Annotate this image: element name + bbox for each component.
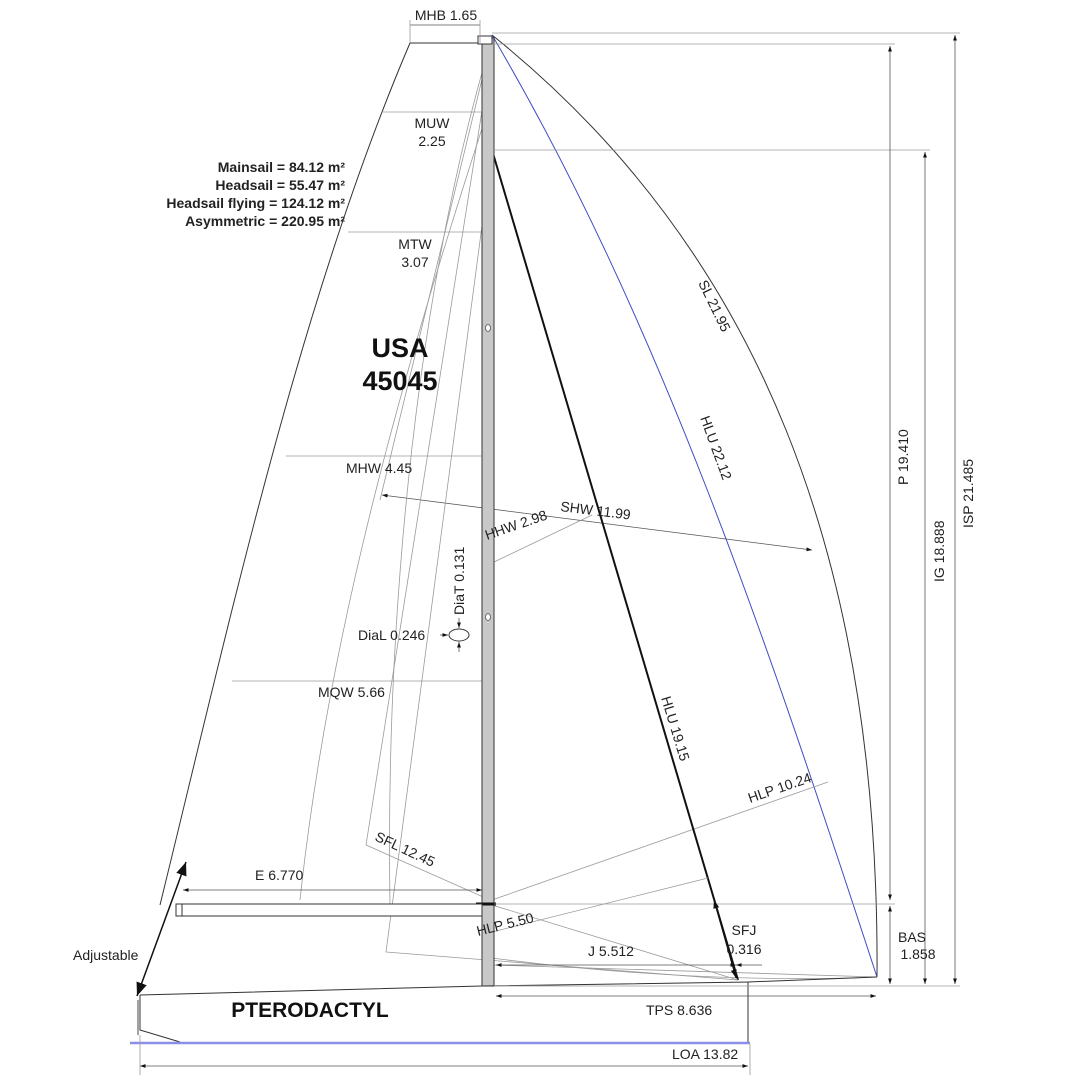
diat-label: DiaT 0.131	[451, 547, 467, 615]
headsail-flying-area-label: Headsail flying = 124.12 m²	[166, 195, 345, 211]
sfl-label: SFL 12.45	[373, 828, 438, 870]
boat-name-label: PTERODACTYL	[231, 999, 389, 1022]
hhw-line	[491, 514, 593, 564]
dimension-lines	[136, 20, 960, 1075]
mtw-name-label: MTW	[398, 236, 432, 252]
mainsail	[159, 42, 482, 906]
dial-label: DiaL 0.246	[358, 627, 425, 643]
adjustable-arrow	[136, 861, 187, 997]
mast	[476, 35, 496, 987]
jib-foot	[385, 951, 739, 981]
boom	[175, 903, 483, 917]
shw-dimension-line	[381, 493, 813, 552]
sail-number-line2: 45045	[362, 366, 437, 396]
spinnaker-luff	[491, 34, 878, 978]
forestay-arrow	[713, 899, 737, 979]
tps-label: TPS 8.636	[646, 1002, 712, 1018]
mainsail-leech	[159, 42, 411, 906]
mqw-label: MQW 5.66	[318, 684, 385, 700]
jib-tack-line	[491, 904, 739, 981]
jib-leech	[385, 149, 493, 953]
labels: MHB 1.65 MUW 2.25 MTW 3.07 Mainsail = 84…	[73, 7, 976, 1062]
spreader-mark-upper	[485, 324, 491, 332]
masthead-crane	[477, 35, 493, 45]
bowsprit	[747, 976, 878, 983]
mainsail-area-label: Mainsail = 84.12 m²	[218, 159, 346, 175]
hull	[130, 976, 878, 1045]
loa-label: LOA 13.82	[672, 1046, 738, 1062]
hlp-jib-line	[491, 877, 709, 933]
muw-value-label: 2.25	[418, 133, 445, 149]
mhb-label: MHB 1.65	[415, 7, 477, 23]
p-label: P 19.410	[895, 429, 911, 485]
sl-label: SL 21.95	[695, 277, 734, 334]
headsail	[385, 149, 739, 981]
bas-value-label: 1.858	[900, 946, 935, 962]
ig-label: IG 18.888	[931, 520, 947, 582]
boom-spar	[180, 903, 483, 917]
muw-name-label: MUW	[415, 115, 451, 131]
boom-end	[175, 903, 183, 917]
mhw-label: MHW 4.45	[346, 460, 412, 476]
isp-label: ISP 21.485	[960, 459, 976, 528]
spinnaker-guide-2	[365, 59, 491, 846]
mast-section-ellipse	[448, 628, 470, 642]
mtw-value-label: 3.07	[401, 254, 428, 270]
hlp-asym-label: HLP 10.24	[746, 769, 814, 806]
sfj-value-label: 0.316	[726, 941, 761, 957]
adjustable-label: Adjustable	[73, 947, 139, 963]
spreader-mark-lower	[485, 613, 491, 621]
mast-spar	[481, 37, 495, 987]
asymmetric-spinnaker	[299, 34, 878, 979]
e-label: E 6.770	[255, 867, 303, 883]
asymmetric-area-label: Asymmetric = 220.95 m²	[185, 213, 345, 229]
sfj-name-label: SFJ	[732, 922, 757, 938]
sail-number-line1: USA	[371, 333, 428, 363]
spinnaker-tack-line	[491, 964, 878, 978]
j-label: J 5.512	[588, 943, 634, 959]
hull-outline	[139, 981, 751, 1043]
bas-name-label: BAS	[898, 929, 926, 945]
spinnaker-guide-1	[379, 37, 493, 501]
forestay-hlu-jib	[491, 149, 739, 981]
hlp-asym-line	[491, 781, 829, 901]
hlu-asym-label: HLU 22.12	[697, 414, 735, 483]
spinnaker-guide-4	[299, 109, 489, 901]
spinnaker-guide-3	[389, 44, 491, 906]
headsail-area-label: Headsail = 55.47 m²	[215, 177, 345, 193]
spinnaker-leech	[491, 34, 878, 978]
